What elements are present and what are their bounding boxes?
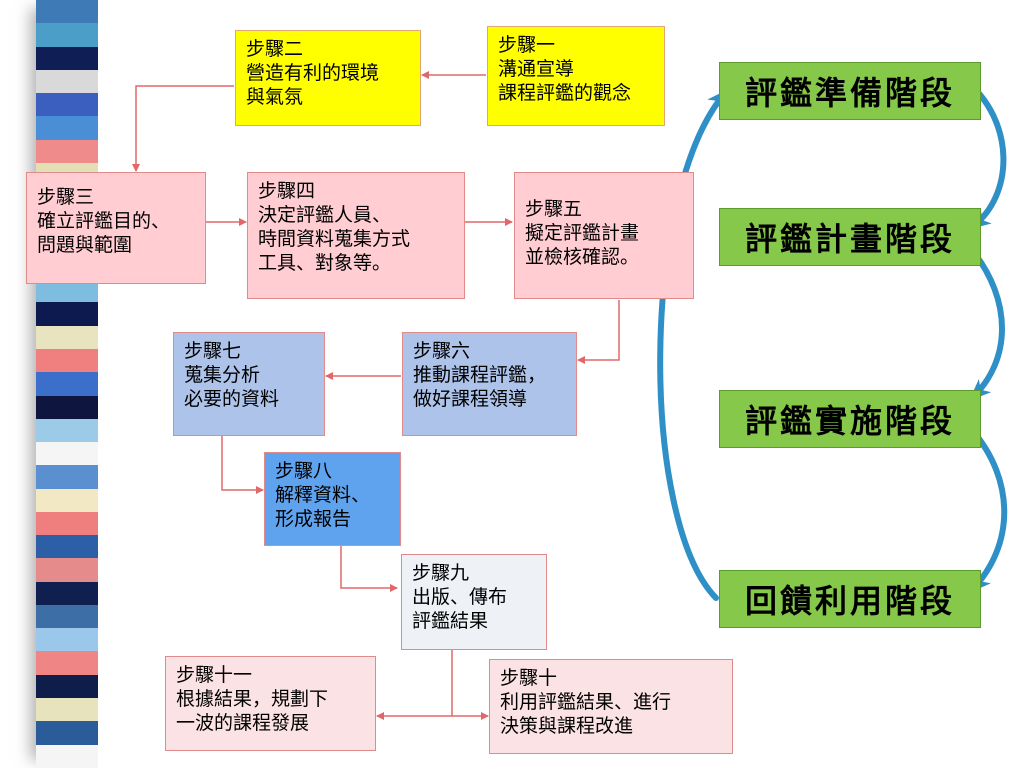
stripe-band [36, 628, 98, 652]
stripe-band [36, 348, 98, 373]
step-5-line-3: 並檢核確認。 [525, 246, 640, 268]
stripe-band [36, 558, 98, 582]
stage-planning: 評鑑計畫階段 [719, 208, 981, 266]
stripe-band [36, 69, 98, 94]
step-7-box: 步驟七 蒐集分析 必要的資料 [173, 332, 325, 436]
step-4-line-1: 步驟四 [258, 180, 316, 202]
connector-7-to-8 [221, 436, 264, 494]
stripe-band [36, 0, 98, 24]
step-5-box: 步驟五 擬定評鑑計畫 並檢核確認。 [514, 172, 694, 299]
cycle-arrow-plan-to-impl [969, 247, 1005, 401]
step-2-box: 步驟二 營造有利的環境 與氣氛 [235, 30, 421, 126]
step-4-line-2: 決定評鑑人員、 [258, 204, 392, 226]
step-8-box: 步驟八 解釋資料、 形成報告 [264, 452, 401, 546]
step-11-line-1: 步驟十一 [176, 664, 253, 686]
step-10-line-3: 決策與課程改進 [500, 715, 634, 737]
stripe-band [36, 604, 98, 629]
step-2-line-2: 營造有利的環境 [246, 62, 380, 84]
step-3-line-2: 確立評鑑目的、 [37, 210, 171, 232]
step-6-box: 步驟六 推動課程評鑑， 做好課程領導 [402, 332, 577, 436]
stripe-band [36, 674, 98, 698]
stripe-band [36, 302, 98, 326]
step-1-line-1: 步驟一 [498, 34, 556, 56]
stage-implementation: 評鑑實施階段 [719, 390, 981, 448]
step-5-line-1: 步驟五 [525, 198, 583, 220]
stripe-band [36, 721, 98, 745]
stripe-band [36, 744, 98, 768]
stripe-band [36, 23, 98, 47]
cycle-arrow-impl-to-feedback [969, 427, 1008, 593]
cycle-arrow-feedback-to-prep [657, 88, 729, 601]
step-4-line-4: 工具、對象等。 [258, 252, 392, 274]
step-4-line-3: 時間資料蒐集方式 [258, 228, 411, 250]
step-2-line-1: 步驟二 [246, 38, 304, 60]
stage-preparation: 評鑑準備階段 [719, 62, 981, 120]
step-6-line-1: 步驟六 [413, 340, 471, 362]
step-8-line-3: 形成報告 [275, 508, 352, 530]
step-3-line-3: 問題與範圍 [37, 234, 133, 256]
step-6-line-3: 做好課程領導 [413, 388, 528, 410]
connector-5-to-6 [577, 300, 620, 364]
step-1-box: 步驟一 溝通宣導 課程評鑑的觀念 [487, 26, 665, 126]
stripe-band [36, 465, 98, 489]
stripe-band [36, 116, 98, 140]
step-9-box: 步驟九 出版、傳布 評鑑結果 [401, 554, 547, 650]
stage-feedback: 回饋利用階段 [719, 570, 981, 628]
stripe-band [36, 651, 98, 675]
stripe-band [36, 511, 98, 536]
step-8-line-1: 步驟八 [275, 460, 333, 482]
stripe-band [36, 325, 98, 349]
step-1-line-2: 溝通宣導 [498, 58, 575, 80]
stripe-band [36, 488, 98, 512]
stripe-band [36, 139, 98, 163]
step-11-line-2: 根據結果，規劃下 [176, 688, 329, 710]
stripe-band [36, 46, 98, 70]
step-2-line-3: 與氣氛 [246, 86, 304, 108]
step-9-line-3: 評鑑結果 [412, 610, 489, 632]
step-7-line-3: 必要的資料 [184, 388, 280, 410]
step-8-line-2: 解釋資料、 [275, 484, 371, 506]
stripe-band [36, 697, 98, 722]
stripe-band [36, 279, 98, 303]
step-6-line-2: 推動課程評鑑， [413, 364, 547, 386]
step-4-box: 步驟四 決定評鑑人員、 時間資料蒐集方式 工具、對象等。 [247, 172, 465, 299]
step-1-line-3: 課程評鑑的觀念 [498, 82, 632, 104]
step-10-line-1: 步驟十 [500, 667, 558, 689]
step-9-line-2: 出版、傳布 [412, 586, 508, 608]
stripe-band [36, 418, 98, 443]
connector-8-to-9 [340, 546, 398, 592]
step-3-line-1: 步驟三 [37, 186, 95, 208]
stripe-band [36, 535, 98, 559]
stripe-band [36, 93, 98, 117]
step-7-line-1: 步驟七 [184, 340, 242, 362]
step-11-line-3: 一波的課程發展 [176, 712, 310, 734]
step-7-line-2: 蒐集分析 [184, 364, 261, 386]
step-9-line-1: 步驟九 [412, 562, 470, 584]
step-10-line-2: 利用評鑑結果、進行 [500, 691, 672, 713]
stripe-band [36, 372, 98, 396]
stripe-band [36, 581, 98, 605]
step-5-line-2: 擬定評鑑計畫 [525, 222, 640, 244]
step-3-box: 步驟三 確立評鑑目的、 問題與範圍 [26, 172, 206, 284]
connector-2-to-3 [132, 85, 234, 172]
decorative-stripe-bar [36, 0, 98, 768]
step-10-box: 步驟十 利用評鑑結果、進行 決策與課程改進 [489, 659, 733, 754]
step-11-box: 步驟十一 根據結果，規劃下 一波的課程發展 [165, 656, 376, 751]
stripe-band [36, 395, 98, 419]
stripe-band [36, 442, 98, 466]
